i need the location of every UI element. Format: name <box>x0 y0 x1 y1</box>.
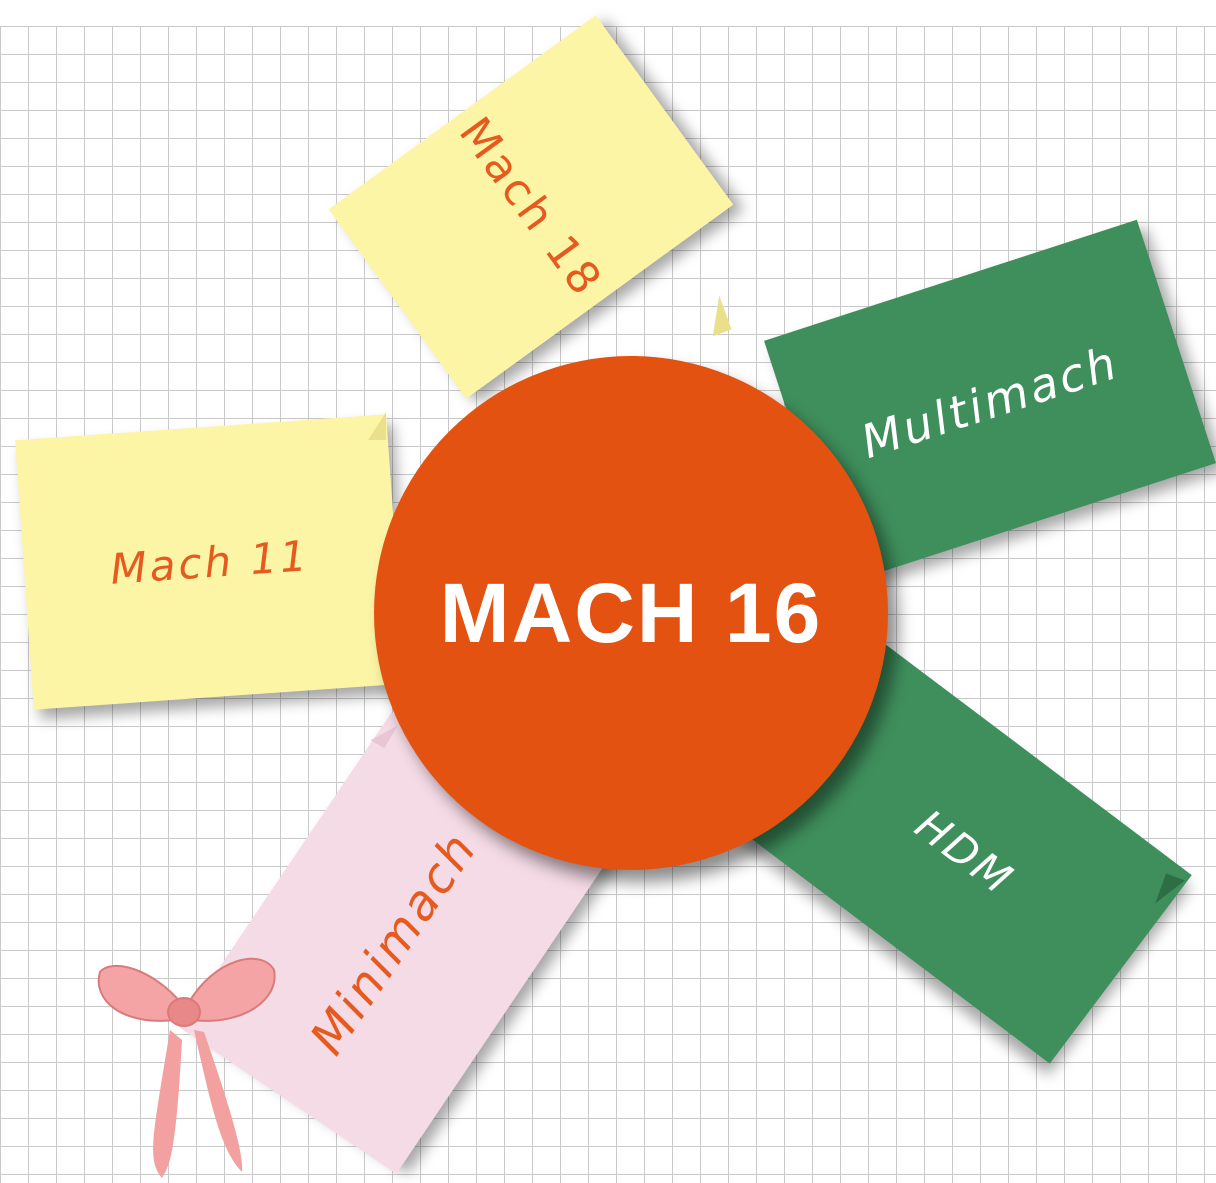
center-title: MACH 16 <box>439 565 823 660</box>
center-circle: MACH 16 <box>374 356 888 870</box>
note-label-mach-18: Mach 18 <box>449 107 613 307</box>
note-fold-mach-18 <box>700 295 732 337</box>
note-mach-11: Mach 11 <box>15 414 405 710</box>
note-mach-18: Mach 18 <box>328 15 734 399</box>
top-margin <box>0 0 1216 26</box>
ribbon-bow-icon <box>97 957 276 1178</box>
note-fold-mach-11 <box>368 412 386 440</box>
note-label-mach-11: Mach 11 <box>108 530 312 594</box>
